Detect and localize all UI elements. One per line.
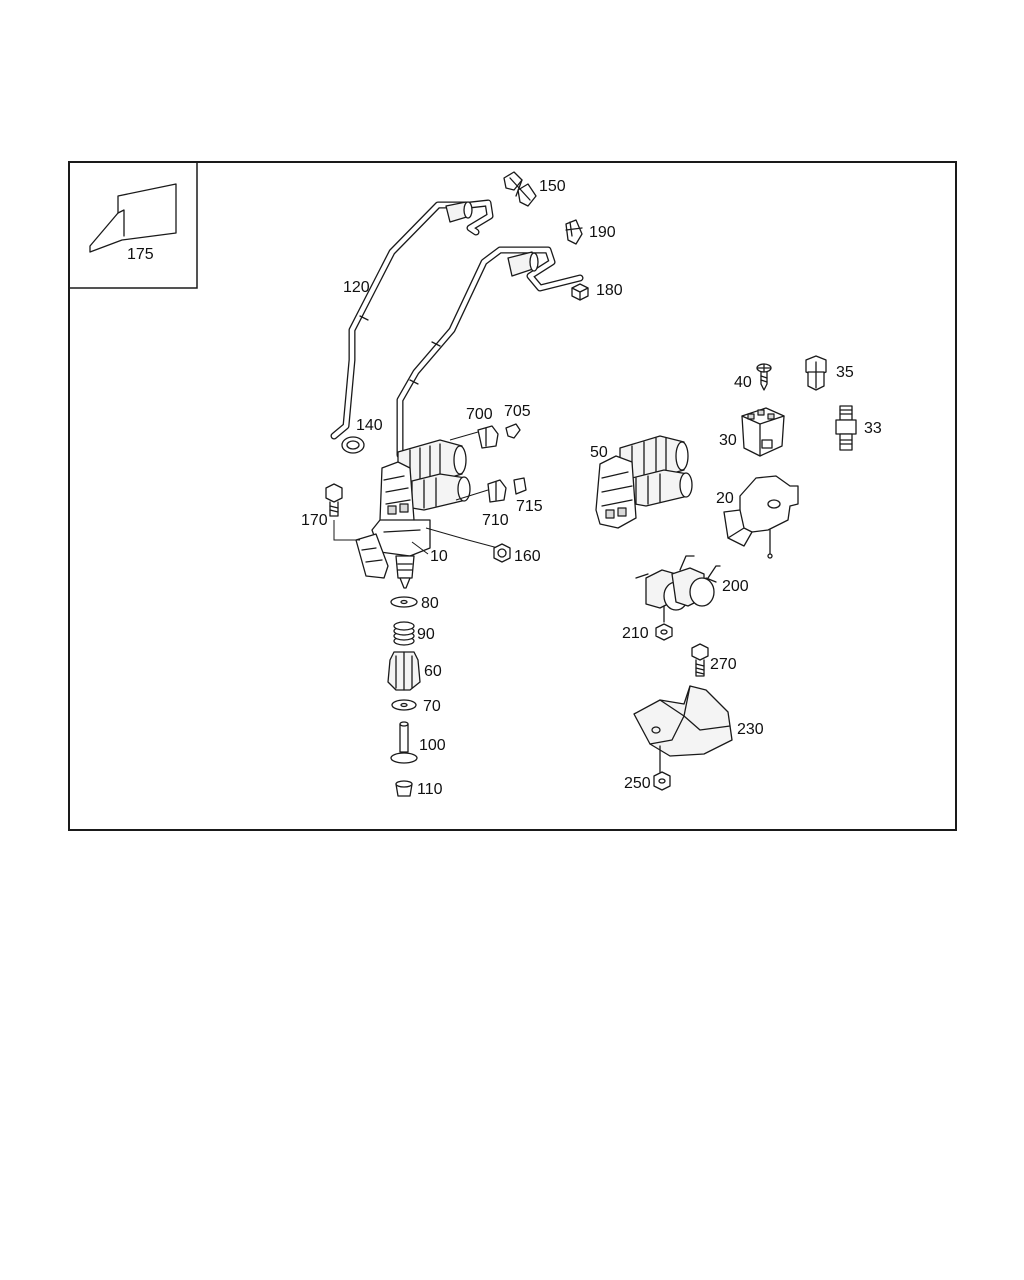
cover-230[interactable] <box>633 685 733 773</box>
bracket-20[interactable] <box>723 475 799 559</box>
washer-80[interactable] <box>390 596 418 608</box>
bolt-270[interactable] <box>691 643 709 677</box>
callout-170[interactable]: 170 <box>301 512 328 529</box>
bolt-170[interactable] <box>325 483 343 517</box>
callout-10[interactable]: 10 <box>430 548 448 565</box>
callout-200[interactable]: 200 <box>722 578 749 595</box>
callout-120[interactable]: 120 <box>343 279 370 296</box>
clip-150[interactable] <box>503 171 537 207</box>
part-710[interactable] <box>487 479 507 503</box>
callout-20[interactable]: 20 <box>716 490 734 507</box>
callout-140[interactable]: 140 <box>356 417 383 434</box>
motor-mount-200[interactable] <box>635 555 721 623</box>
clip-190[interactable] <box>565 219 583 245</box>
callout-60[interactable]: 60 <box>424 663 442 680</box>
nut-110[interactable] <box>395 780 413 797</box>
clamp-140[interactable] <box>341 436 365 454</box>
nut-210[interactable] <box>655 623 673 641</box>
nut-250[interactable] <box>653 771 671 791</box>
callout-35[interactable]: 35 <box>836 364 854 381</box>
compressor-10[interactable] <box>355 439 471 589</box>
callout-160[interactable]: 160 <box>514 548 541 565</box>
callout-30[interactable]: 30 <box>719 432 737 449</box>
callout-70[interactable]: 70 <box>423 698 441 715</box>
callout-190[interactable]: 190 <box>589 224 616 241</box>
nut-160[interactable] <box>493 543 511 563</box>
rubber-mount-60[interactable] <box>387 651 421 691</box>
callout-40[interactable]: 40 <box>734 374 752 391</box>
callout-80[interactable]: 80 <box>421 595 439 612</box>
nut-35[interactable] <box>805 355 827 391</box>
callout-210[interactable]: 210 <box>622 625 649 642</box>
bushing-100[interactable] <box>390 721 418 764</box>
callout-715[interactable]: 715 <box>516 498 543 515</box>
callout-150[interactable]: 150 <box>539 178 566 195</box>
callout-710[interactable]: 710 <box>482 512 509 529</box>
nut-180[interactable] <box>571 283 589 301</box>
inset-label[interactable]: 175 <box>127 246 154 263</box>
part-705[interactable] <box>505 423 521 439</box>
callout-50[interactable]: 50 <box>590 444 608 461</box>
callout-250[interactable]: 250 <box>624 775 651 792</box>
callout-700[interactable]: 700 <box>466 406 493 423</box>
callout-270[interactable]: 270 <box>710 656 737 673</box>
inset-box: 175 <box>68 161 198 289</box>
screw-40[interactable] <box>756 363 772 391</box>
washer-70[interactable] <box>391 699 417 711</box>
diagram-frame <box>68 161 957 831</box>
tool-175-shape <box>89 183 177 253</box>
part-715[interactable] <box>513 477 527 495</box>
valve-block-30[interactable] <box>741 407 785 457</box>
callout-230[interactable]: 230 <box>737 721 764 738</box>
air-line-120[interactable] <box>330 199 584 459</box>
callout-90[interactable]: 90 <box>417 626 435 643</box>
fitting-33[interactable] <box>835 405 857 451</box>
callout-labels: 150 190 180 120 140 700 705 715 710 170 … <box>301 178 882 798</box>
callout-705[interactable]: 705 <box>504 403 531 420</box>
callout-110[interactable]: 110 <box>417 781 443 798</box>
callout-100[interactable]: 100 <box>419 737 446 754</box>
spring-90[interactable] <box>393 621 415 646</box>
compressor-50[interactable] <box>595 435 693 529</box>
callout-33[interactable]: 33 <box>864 420 882 437</box>
part-700[interactable] <box>477 425 499 449</box>
callout-180[interactable]: 180 <box>596 282 623 299</box>
